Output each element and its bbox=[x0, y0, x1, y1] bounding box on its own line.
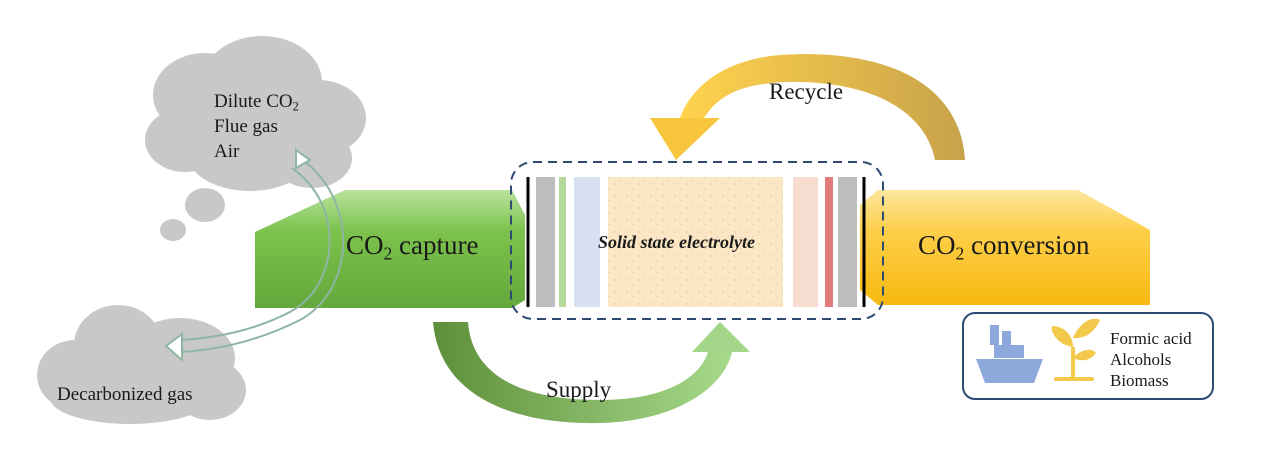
flue-gas-flow-line bbox=[164, 148, 345, 363]
source-label-dilute-co2: Dilute CO2 bbox=[214, 91, 299, 114]
source-label-air: Air bbox=[214, 141, 240, 162]
source-cloud bbox=[145, 36, 366, 191]
thought-bubbles bbox=[160, 188, 225, 241]
catalyst-layer-right bbox=[825, 177, 833, 307]
conversion-block bbox=[860, 190, 1150, 305]
supply-label: Supply bbox=[546, 377, 612, 402]
electrolyte-label: Solid state electrolyte bbox=[598, 232, 755, 252]
recycle-arrow bbox=[650, 54, 965, 160]
capture-label: CO2 capture bbox=[346, 230, 479, 264]
gas-diffusion-layer-right bbox=[793, 177, 818, 307]
solid-state-electrolyte-layer bbox=[608, 177, 783, 307]
cell-stack bbox=[526, 177, 866, 307]
product-formic-acid: Formic acid bbox=[1110, 329, 1192, 348]
current-collector-left bbox=[536, 177, 555, 307]
sink-label: Decarbonized gas bbox=[57, 384, 193, 405]
recycle-label: Recycle bbox=[769, 79, 844, 104]
product-alcohols: Alcohols bbox=[1110, 350, 1172, 369]
current-collector-right bbox=[838, 177, 857, 307]
ship-icon bbox=[976, 325, 1043, 383]
capture-block bbox=[255, 190, 525, 308]
product-biomass: Biomass bbox=[1110, 371, 1169, 390]
sink-cloud bbox=[37, 305, 246, 424]
gas-diffusion-layer-left bbox=[574, 177, 600, 307]
conversion-label: CO2 conversion bbox=[918, 230, 1090, 264]
supply-arrow bbox=[433, 322, 750, 424]
source-label-flue-gas: Flue gas bbox=[214, 116, 278, 137]
catalyst-layer-left bbox=[559, 177, 566, 307]
plant-icon bbox=[1051, 318, 1100, 381]
